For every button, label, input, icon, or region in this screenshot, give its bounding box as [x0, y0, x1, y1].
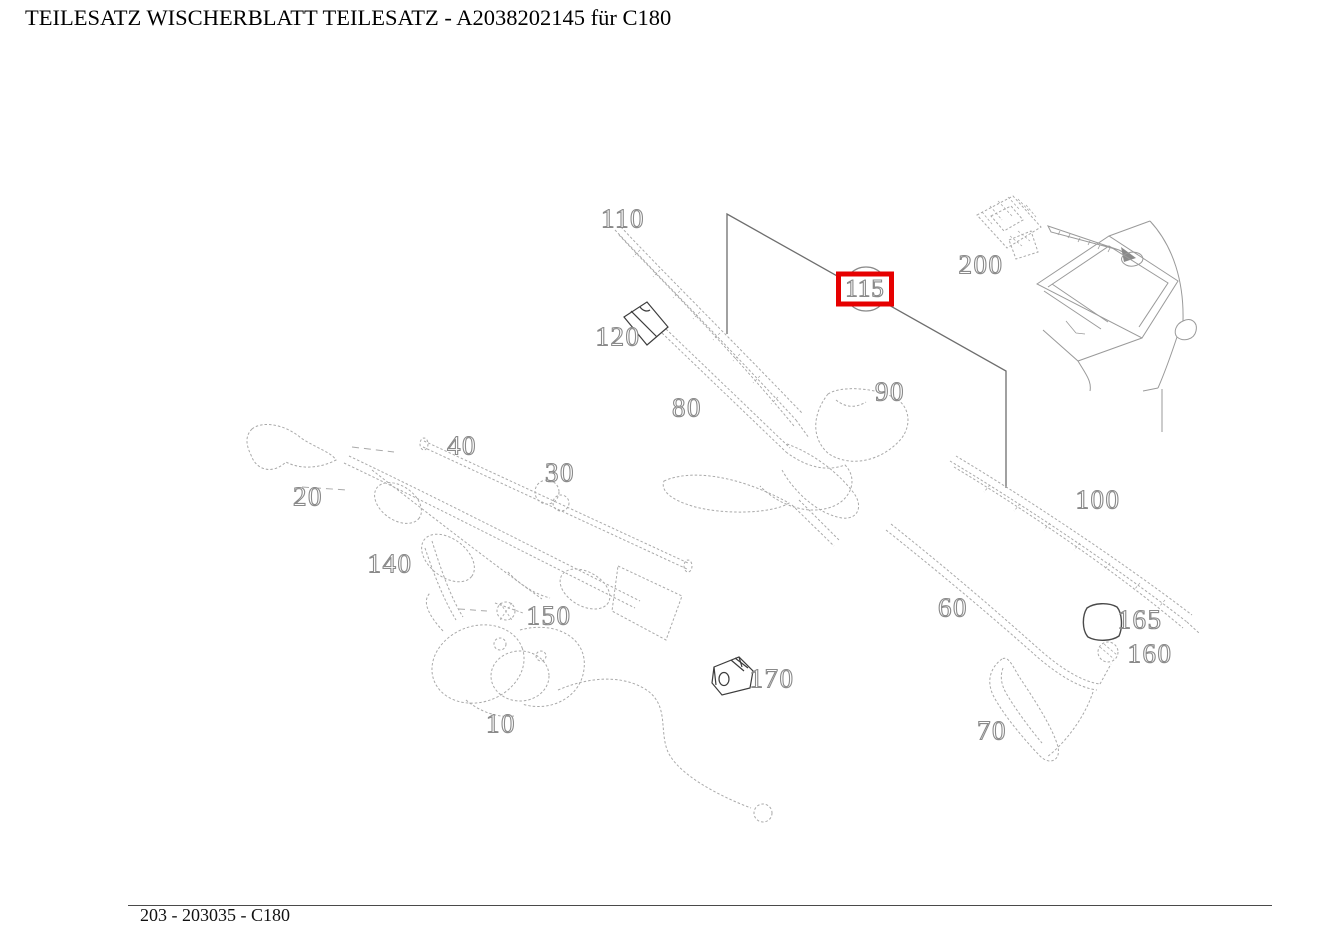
footer-model-code: 203 - 203035 - C180 [140, 905, 290, 925]
wiper-blade-100-drawing [949, 455, 1200, 634]
part-label-200[interactable]: 200 [958, 249, 1004, 280]
pivot-cover-90-drawing [781, 388, 909, 519]
footer-rule [128, 905, 1272, 906]
part-label-80[interactable]: 80 [671, 392, 702, 423]
part-label-100[interactable]: 100 [1075, 484, 1121, 515]
part-label-10[interactable]: 10 [485, 708, 516, 739]
part-label-165[interactable]: 165 [1117, 604, 1163, 635]
wiper-blade-110-drawing [614, 226, 810, 439]
part-label-90[interactable]: 90 [874, 376, 905, 407]
part-label-160[interactable]: 160 [1127, 638, 1173, 669]
car-roof-line [1108, 220, 1151, 237]
wiper-arm-80-drawing [661, 328, 853, 547]
part-label-110[interactable]: 110 [600, 203, 645, 234]
pointer-blade [1047, 225, 1120, 251]
car-side-mirror [1174, 319, 1197, 341]
car-windshield-outer [1036, 235, 1179, 339]
car-sketch [1036, 220, 1197, 432]
car-a-pillar [1149, 220, 1184, 322]
highlight-box-115[interactable]: 115 [836, 271, 894, 307]
part-200-drawing [976, 195, 1042, 260]
part-label-20[interactable]: 20 [292, 481, 323, 512]
car-rearview-mirror [1121, 251, 1144, 267]
wiper-motor-10-drawing [425, 592, 585, 717]
screw-150-drawing [458, 601, 524, 621]
part-label-140[interactable]: 140 [367, 548, 413, 579]
page-title: TEILESATZ WISCHERBLATT TEILESATZ - A2038… [25, 5, 672, 30]
nut-160-drawing [1097, 641, 1119, 663]
pointer-arrowhead [1121, 247, 1136, 262]
part-label-60[interactable]: 60 [937, 592, 968, 623]
part-label-70[interactable]: 70 [976, 715, 1007, 746]
cap-165-drawing [1082, 603, 1123, 641]
bracket-170-drawing [711, 656, 754, 696]
part-label-40[interactable]: 40 [446, 430, 477, 461]
clip-120-drawing [623, 301, 669, 346]
wiper-arm-60-drawing [885, 523, 1112, 758]
linkage-frame-140-drawing [343, 455, 683, 641]
part-label-115: 115 [845, 275, 885, 303]
part-label-30[interactable]: 30 [544, 457, 575, 488]
bracket-20-drawing [246, 423, 395, 491]
part-label-150[interactable]: 150 [526, 600, 572, 631]
arm-piece-70-drawing [989, 657, 1059, 762]
part-label-120[interactable]: 120 [595, 321, 641, 352]
car-wipers [1043, 283, 1109, 330]
motor-cable-drawing [557, 678, 773, 823]
bushing-40-drawing [534, 479, 570, 512]
part-label-170[interactable]: 170 [749, 663, 795, 694]
